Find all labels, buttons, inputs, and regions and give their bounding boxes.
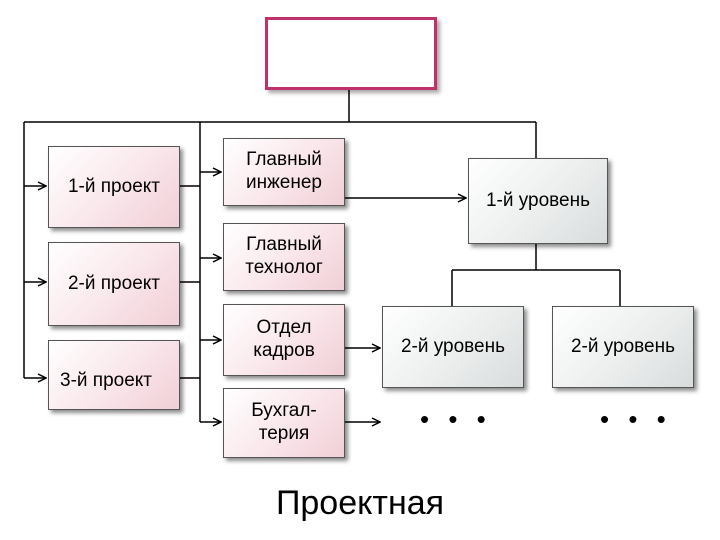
project-label-3: 3-й проект bbox=[60, 370, 153, 391]
accounting-box: Бухгал- терия bbox=[223, 388, 345, 458]
project-box-3 bbox=[48, 340, 180, 410]
level-2-box-left: 2-й уровень bbox=[382, 306, 524, 388]
ellipsis-right: • • • bbox=[600, 404, 672, 434]
project-label: 1-й проект bbox=[67, 175, 160, 197]
top-management-box bbox=[265, 17, 437, 90]
level-2-box-right: 2-й уровень bbox=[552, 306, 694, 388]
level-1-box: 1-й уровень bbox=[468, 158, 608, 244]
project-box-2: 2-й проект bbox=[48, 242, 180, 326]
chief-technologist-box: Главный технолог bbox=[223, 223, 345, 291]
ellipsis-left: • • • bbox=[420, 404, 492, 434]
level-2-label: 2-й уровень bbox=[570, 335, 676, 357]
project-box-1: 1-й проект bbox=[48, 146, 180, 228]
diagram-caption: Проектная bbox=[275, 484, 445, 522]
level-1-label: 1-й уровень bbox=[485, 190, 591, 212]
hr-department-box: Отдел кадров bbox=[223, 304, 345, 376]
project-label: 2-й проект bbox=[67, 272, 160, 294]
chief-engineer-box: Главный инженер bbox=[223, 138, 345, 206]
level-2-label: 2-й уровень bbox=[400, 335, 506, 357]
